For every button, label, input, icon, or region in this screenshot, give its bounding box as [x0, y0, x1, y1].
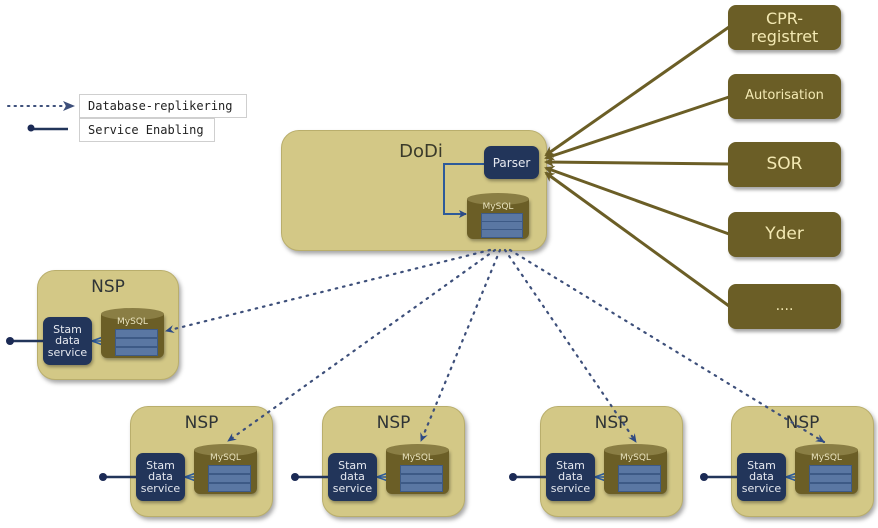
db-table-row-icon: [114, 347, 158, 356]
service-label-line: service: [332, 481, 373, 495]
db-table-row-icon: [207, 465, 251, 474]
nsp-mysql-db-2[interactable]: MySQL: [194, 444, 257, 494]
db-label: MySQL: [482, 202, 514, 212]
source-label-line2: registret: [750, 26, 819, 46]
legend-dot-icon: [27, 124, 35, 132]
service-label-line: service: [550, 481, 591, 495]
db-cylinder-top: [194, 444, 257, 456]
nsp-mysql-db-4[interactable]: MySQL: [604, 444, 667, 494]
source-more[interactable]: ....: [728, 284, 841, 329]
source-sor[interactable]: SOR: [728, 142, 841, 187]
nsp-mysql-db-1[interactable]: MySQL: [101, 308, 164, 358]
parser-node[interactable]: Parser: [484, 146, 539, 179]
source-cpr-registret[interactable]: CPR- registret: [728, 5, 841, 50]
arrow-more: [544, 171, 730, 308]
source-label: Yder: [765, 224, 804, 245]
db-label: MySQL: [117, 317, 148, 327]
db-label: MySQL: [210, 453, 241, 463]
db-table-row-icon: [617, 483, 661, 492]
replication-nsp-2: [226, 248, 497, 443]
db-table-row-icon: [617, 474, 661, 483]
source-label: SOR: [766, 154, 803, 175]
service-label-line: Stam: [146, 458, 175, 472]
service-endpoint-dot-icon[interactable]: [509, 473, 517, 481]
service-label-line: service: [47, 345, 88, 359]
service-label-line: service: [741, 481, 782, 495]
service-label-line: data: [749, 470, 774, 484]
nsp-mysql-db-3[interactable]: MySQL: [386, 444, 449, 494]
db-label: MySQL: [620, 453, 651, 463]
db-cylinder-top: [386, 444, 449, 456]
db-table-row-icon: [808, 465, 852, 474]
service-endpoint-dot-icon[interactable]: [99, 473, 107, 481]
service-label-line: data: [558, 470, 583, 484]
db-table-row-icon: [808, 474, 852, 483]
legend-arrowhead-icon: [63, 101, 75, 111]
nsp-title: NSP: [91, 277, 125, 297]
service-label-line: data: [148, 470, 173, 484]
replication-nsp-4: [503, 248, 638, 444]
service-label-line: data: [55, 334, 80, 348]
replication-nsp-5: [508, 248, 826, 444]
service-label-line: Stam: [747, 458, 776, 472]
dodi-mysql-db[interactable]: MySQL: [467, 193, 529, 239]
source-label-line1: CPR-: [765, 8, 804, 28]
nsp-title: NSP: [184, 413, 219, 433]
source-label: ....: [775, 297, 794, 314]
db-cylinder-top: [604, 444, 667, 456]
service-label-line: Stam: [556, 458, 585, 472]
db-table-row-icon: [399, 483, 443, 492]
legend-database-replikering: Database-replikering: [79, 94, 247, 118]
service-endpoint-dot-icon[interactable]: [291, 473, 299, 481]
service-label-line: Stam: [53, 322, 82, 336]
db-label: MySQL: [402, 453, 433, 463]
service-endpoint-dot-icon[interactable]: [6, 337, 14, 345]
db-cylinder-top: [795, 444, 858, 456]
db-table-row-icon: [617, 465, 661, 474]
db-label: MySQL: [811, 453, 842, 463]
service-label-line: service: [140, 481, 181, 495]
service-label-line: Stam: [338, 458, 367, 472]
replication-lines: [164, 248, 826, 444]
legend-service-enabling: Service Enabling: [79, 118, 215, 142]
dodi-title: DoDi: [399, 141, 443, 162]
arrow-autorisation: [544, 95, 730, 161]
arrow-yder: [544, 166, 730, 236]
db-table-row-icon: [399, 474, 443, 483]
db-cylinder-top: [101, 308, 164, 320]
service-label-line: data: [340, 470, 365, 484]
replication-nsp-1: [164, 248, 492, 333]
parser-to-db-line: [443, 163, 484, 218]
nsp-title: NSP: [785, 413, 820, 433]
nsp-title: NSP: [376, 413, 411, 433]
arrow-sor: [544, 157, 730, 168]
db-table-row-icon: [114, 329, 158, 338]
source-arrows: [544, 25, 730, 308]
db-table-row-icon: [399, 465, 443, 474]
source-autorisation[interactable]: Autorisation: [728, 74, 841, 119]
db-cylinder-top: [467, 193, 529, 205]
service-endpoint-dot-icon[interactable]: [700, 473, 708, 481]
db-table-row-icon: [114, 338, 158, 347]
db-table-row-icon: [207, 483, 251, 492]
arrow-cpr: [544, 25, 730, 157]
nsp-mysql-db-5[interactable]: MySQL: [795, 444, 858, 494]
source-label: Autorisation: [745, 88, 824, 104]
db-table-row-icon: [480, 229, 523, 238]
source-yder[interactable]: Yder: [728, 212, 841, 257]
db-table-row-icon: [808, 483, 852, 492]
db-table-row-icon: [207, 474, 251, 483]
replication-nsp-3: [419, 248, 502, 443]
